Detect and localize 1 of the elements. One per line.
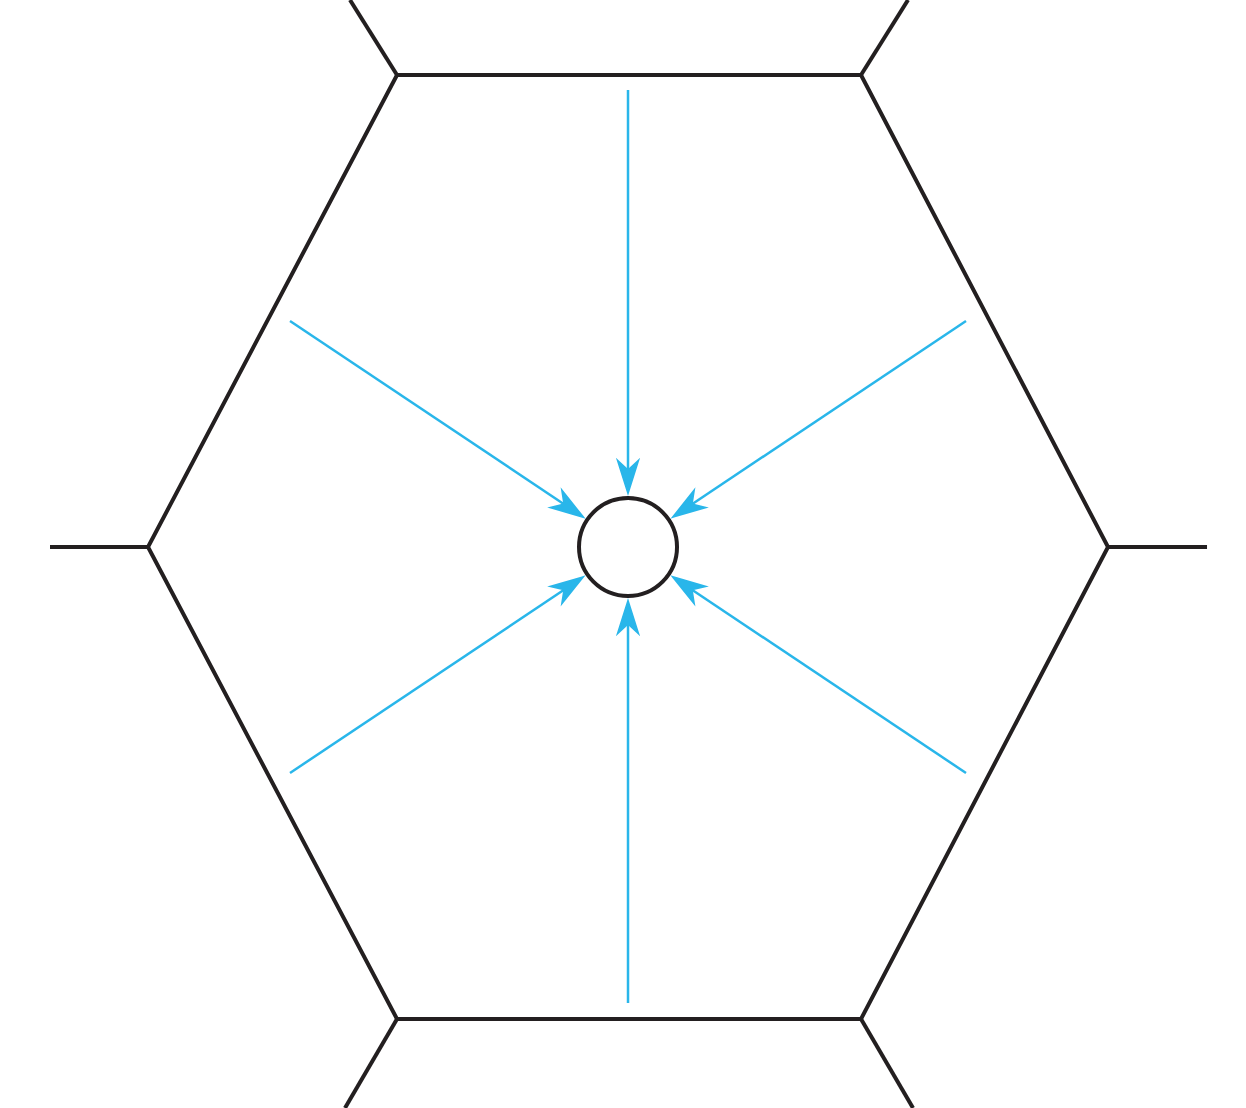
center-circle [577, 496, 679, 598]
